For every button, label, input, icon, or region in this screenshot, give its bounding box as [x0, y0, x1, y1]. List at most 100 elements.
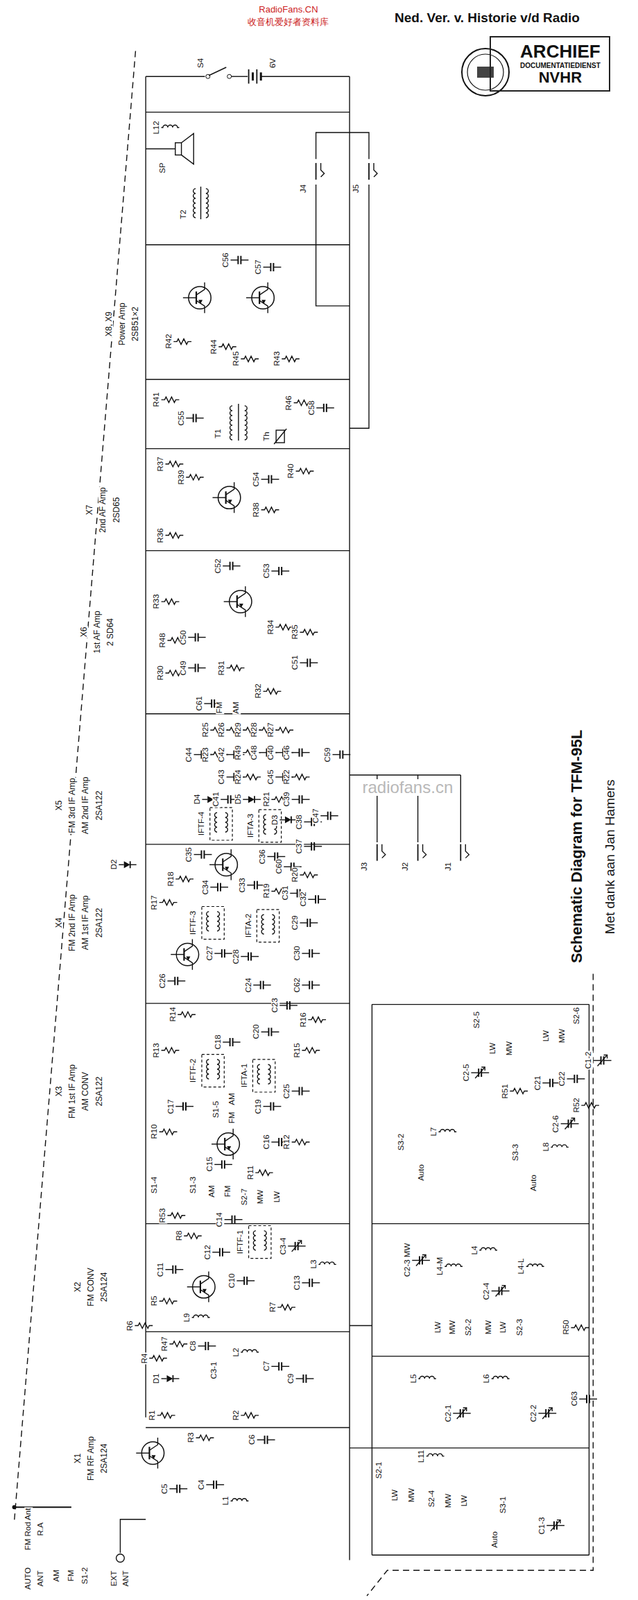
stage-label: X2: [73, 1280, 82, 1292]
resistor-label: R28: [251, 721, 260, 738]
capacitor-symbol: [307, 898, 316, 900]
part-label: S3-1: [499, 1495, 508, 1514]
jack-symbol: [459, 843, 462, 861]
if-transformer-label: IFTF-2: [189, 1057, 198, 1084]
resistor-symbol: [262, 687, 281, 694]
capacitor-symbol: [459, 1408, 462, 1417]
coil-symbol: [217, 1058, 220, 1079]
capacitor-symbol: [339, 750, 341, 759]
capacitor-symbol: [561, 1122, 569, 1124]
resistor-label: R20: [291, 866, 300, 883]
capacitor-symbol: [233, 565, 241, 566]
watermark-text: 收音机爱好者资料库: [246, 16, 330, 26]
capacitor-symbol: [185, 417, 194, 419]
resistor-label: R18: [167, 870, 176, 887]
part-label: MW: [505, 1040, 514, 1056]
resistor-label: R12: [283, 1133, 292, 1150]
part-label: ANT: [36, 1569, 46, 1587]
capacitor-symbol: [309, 918, 311, 927]
part-label: FM Rod Ant: [24, 1506, 33, 1551]
capacitor-symbol: [556, 1520, 558, 1530]
part-label: S2-3: [515, 1317, 525, 1336]
capacitor-label: C16: [262, 1133, 272, 1150]
jack-symbol: [417, 843, 419, 861]
if-transformer-can: [252, 1058, 275, 1092]
antenna-socket: [116, 1553, 125, 1562]
coil-symbol: [244, 405, 248, 440]
transformer-core: [237, 403, 239, 441]
capacitor-symbol: [272, 262, 274, 272]
capacitor-symbol: [234, 1214, 236, 1224]
capacitor-symbol: [246, 884, 255, 885]
resistor-symbol: [169, 1340, 188, 1347]
part-label: T1: [214, 427, 223, 439]
part-label: FM: [228, 1110, 237, 1124]
part-label: J3: [360, 861, 369, 872]
part-label: LW: [273, 1190, 282, 1203]
transistor-symbol: [183, 957, 193, 970]
stage-label: FM RF Amp: [86, 1434, 96, 1481]
capacitor-symbol: [302, 798, 310, 800]
wire: [145, 447, 350, 449]
resistor-symbol: [301, 1047, 320, 1053]
transistor-symbol: [200, 1271, 209, 1284]
capacitor-label: C18: [214, 1033, 223, 1050]
capacitor-label: C40: [266, 744, 276, 761]
diode-label: D5: [234, 793, 243, 806]
if-transformer-label: IFTA-3: [246, 812, 256, 838]
capacitor-label: C23: [271, 997, 280, 1014]
wire: [145, 148, 176, 150]
wire: [145, 1330, 350, 1332]
coil-symbol: [230, 405, 234, 440]
resistor-symbol: [177, 1011, 196, 1017]
capacitor-symbol: [267, 475, 270, 484]
capacitor-symbol: [291, 798, 300, 800]
resistor-label: R13: [153, 1041, 162, 1058]
transistor-symbol: [226, 481, 235, 495]
capacitor-symbol: [179, 1487, 188, 1489]
wire: [231, 76, 249, 77]
if-transformer-can: [210, 807, 233, 840]
capacitor-symbol: [301, 748, 304, 757]
wire: [145, 1222, 350, 1224]
capacitor-label: C57: [255, 258, 264, 275]
capacitor-symbol: [203, 702, 212, 704]
part-label: EXT: [110, 1569, 119, 1586]
resistor-symbol: [581, 1101, 600, 1108]
capacitor-symbol: [271, 1031, 279, 1032]
capacitor-label: C9: [287, 1372, 297, 1385]
capacitor-symbol: [193, 753, 202, 755]
capacitor-symbol: [272, 1101, 274, 1111]
resistor-label: R7: [269, 1300, 278, 1313]
capacitor-symbol: [342, 753, 351, 755]
capacitor-symbol: [221, 1247, 224, 1256]
resistor-symbol: [158, 1297, 177, 1304]
capacitor-symbol: [176, 1484, 178, 1493]
capacitor-symbol: [266, 855, 275, 857]
capacitor-label: C26: [158, 972, 168, 989]
coil-label: L4-L: [518, 1257, 527, 1275]
capacitor-label: C21: [533, 1074, 543, 1091]
capacitor-symbol: [418, 1255, 421, 1264]
coil-symbol: [491, 1375, 510, 1378]
capacitor-label: C6: [248, 1433, 258, 1446]
capacitor-symbol: [250, 952, 252, 961]
resistor-label: R35: [291, 624, 300, 641]
resistor-label: R32: [255, 683, 264, 700]
capacitor-symbol: [187, 636, 196, 638]
capacitor-symbol: [552, 1078, 554, 1087]
stage-label: X7: [85, 503, 94, 516]
transistor-symbol: [226, 499, 235, 513]
resistor-symbol: [277, 1303, 296, 1310]
capacitor-symbol: [178, 1484, 181, 1493]
resistor-label: R38: [253, 501, 262, 518]
transistor-symbol: [196, 300, 205, 313]
capacitor-symbol: [289, 1004, 298, 1005]
capacitor-symbol: [262, 266, 271, 267]
capacitor-label: C8: [189, 1339, 198, 1352]
capacitor-label: C12: [203, 1243, 213, 1260]
stage-label: AM CONV: [81, 1070, 90, 1111]
resistor-symbol: [175, 875, 194, 882]
part-label: S2-1: [375, 1460, 384, 1479]
capacitor-symbol: [421, 1255, 424, 1264]
